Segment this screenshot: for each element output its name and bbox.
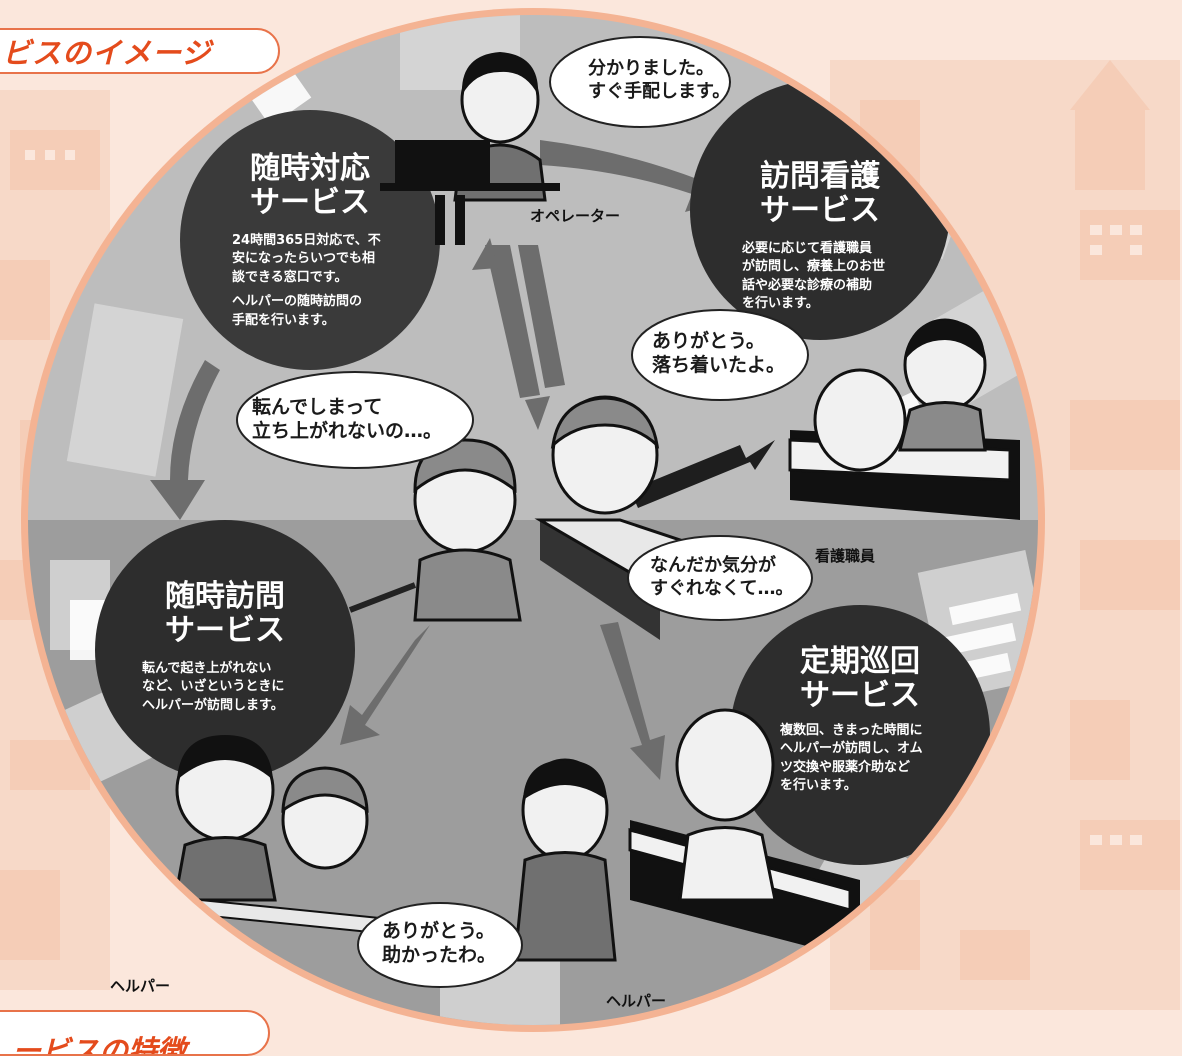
periodic-title-line-1: 定期巡回 [800,644,920,679]
nursing-service-title: 訪問看護 サービス [740,160,900,227]
on-call-service-circle [180,110,440,370]
service-diagram: 分かりました。 すぐ手配します。 オペレーター 随時対応 サービス 24時間36… [20,0,1050,1043]
periodic-desc-line-2: ヘルパーが訪問し、オム [780,741,923,757]
nursing-desc-line-3: 話や必要な診療の補助 [742,277,873,293]
helper-right-label: ヘルパー [606,992,667,1010]
helped-woman-speech-line-1: ありがとう。 [382,920,495,942]
fallen-speech-line-1: 転んでしまって [252,396,383,418]
on-call-title-line-1: 随時対応 [250,151,370,186]
visit-desc-line-3: ヘルパーが訪問します。 [142,697,284,713]
helped-woman-speech-line-2: 助かったわ。 [382,943,497,966]
operator-speech: 分かりました。 すぐ手配します。 [588,58,730,103]
on-call-title-line-2: サービス [250,184,370,220]
on-call-desc-line-5: 手配を行います。 [232,312,335,328]
on-call-desc-line-3: 談できる窓口です。 [232,269,348,285]
periodic-service-desc: 複数回、きまった時間に ヘルパーが訪問し、オム ツ交換や服薬介助など を行います… [780,722,923,796]
on-call-desc-line-4: ヘルパーの随時訪問の [232,294,363,310]
on-call-service-desc: 24時間365日対応で、不 安になったらいつでも相 談できる窓口です。 ヘルパー… [232,232,381,330]
nurse-patient-figure [788,318,1020,520]
header-title-tab: ビスのイメージ [0,28,280,74]
left-helper-figures [149,735,401,937]
fallen-woman-speech: 転んでしまって 立ち上がれないの…。 [252,396,442,444]
periodic-title-line-2: サービス [800,677,920,713]
visit-desc-line-2: など、いざというときに [142,679,285,695]
sick-man-speech: なんだか気分が すぐれなくて…。 [650,555,793,600]
periodic-service-circle [730,605,990,865]
nurse-patient-speech-line-1: ありがとう。 [652,330,765,352]
visit-title-line-2: サービス [165,612,285,648]
operator-speech-line-1: 分かりました。 [588,58,714,79]
nursing-desc-line-2: が訪問し、療養上のお世 [742,259,886,275]
nurse-label: 看護職員 [815,547,876,565]
sick-man-speech-line-2: すぐれなくて…。 [650,577,794,599]
nursing-desc-line-4: を行います。 [742,296,819,312]
on-call-desc-line-2: 安になったらいつでも相 [232,251,376,267]
periodic-desc-line-4: を行います。 [780,778,857,794]
operator-label: オペレーター [530,207,621,225]
visit-desc-line-1: 転んで起き上がれない [142,661,272,676]
periodic-desc-line-1: 複数回、きまった時間に [780,723,923,738]
footer-title: ービスの特徴 [12,1034,187,1056]
nurse-patient-speech: ありがとう。 落ち着いたよ。 [652,330,785,378]
periodic-service-title: 定期巡回 サービス [780,645,940,712]
speech-bubbles [236,36,813,988]
visit-service-circle [95,520,355,780]
header-title: ビスのイメージ [2,36,212,70]
operator-speech-line-2: すぐ手配します。 [588,80,731,102]
fallen-speech-line-2: 立ち上がれないの…。 [252,419,443,442]
visit-title-line-1: 随時訪問 [165,579,285,614]
on-call-service-title: 随時対応 サービス [230,152,390,219]
visit-service-desc: 転んで起き上がれない など、いざというときに ヘルパーが訪問します。 [142,660,284,715]
helped-woman-speech: ありがとう。 助かったわ。 [382,920,496,968]
diagram-scene [21,8,1045,1032]
on-call-desc-line-1: 24時間365日対応で、不 [232,233,381,248]
operator-figure [380,52,560,245]
visit-service-title: 随時訪問 サービス [145,580,305,647]
flow-arrows [150,140,775,780]
nurse-patient-speech-line-2: 落ち着いたよ。 [652,353,786,376]
nursing-desc-line-1: 必要に応じて看護職員 [742,241,873,256]
right-helper-figures [513,708,860,962]
sick-man-speech-line-1: なんだか気分が [650,555,776,576]
helper-left-label: ヘルパー [110,977,171,995]
nursing-service-desc: 必要に応じて看護職員 が訪問し、療養上のお世 話や必要な診療の補助 を行います。 [742,240,885,314]
nursing-title-line-2: サービス [760,192,880,228]
footer-title-tab: ービスの特徴 [0,1010,270,1056]
nursing-title-line-1: 訪問看護 [760,159,880,194]
periodic-desc-line-3: ツ交換や服薬介助など [780,759,911,775]
